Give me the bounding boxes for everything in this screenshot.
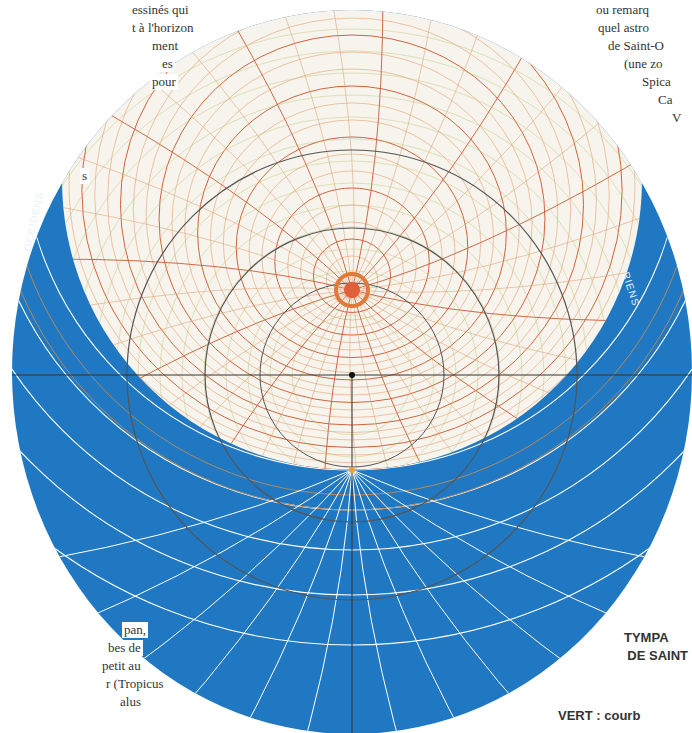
hour-line <box>352 470 610 733</box>
almucantar <box>172 52 532 395</box>
article-text: DE SAINT <box>625 648 690 664</box>
azimuth-line <box>0 290 352 529</box>
hour-curve <box>0 0 692 510</box>
zenith-ring <box>336 274 368 306</box>
azimuth-line <box>352 0 692 290</box>
article-text: alus <box>118 694 143 710</box>
azimuth-line <box>230 290 352 733</box>
azimuth-line <box>0 290 352 640</box>
hour-curve <box>0 0 692 550</box>
azimuth-line <box>352 0 474 290</box>
hour-line <box>260 470 352 733</box>
azimuth-line <box>350 290 474 733</box>
hour-line <box>352 470 676 733</box>
azimuth-line <box>113 290 352 733</box>
almucantar <box>120 0 583 425</box>
article-text: ou remarq <box>594 2 651 18</box>
almucantar <box>198 86 507 380</box>
azimuth-line <box>2 290 352 733</box>
azimuth-line <box>352 0 383 290</box>
azimuth-line <box>0 168 352 290</box>
almucantar <box>95 0 610 440</box>
article-text: Ca <box>656 92 674 108</box>
meridian-line <box>352 375 353 733</box>
azimuth-line <box>0 290 352 733</box>
zenith-mark <box>344 282 360 298</box>
azimuth-line <box>352 290 692 529</box>
hour-line <box>0 470 352 574</box>
article-text: pan, <box>122 622 148 638</box>
article-text: pour <box>150 74 178 90</box>
azimuth-line <box>352 290 692 412</box>
azimuth-line <box>352 168 692 292</box>
hour-line <box>173 470 352 733</box>
article-text: s <box>80 168 89 184</box>
hour-curve <box>0 0 692 595</box>
hour-line <box>95 470 353 733</box>
azimuth-line <box>352 0 692 290</box>
hour-line <box>352 470 692 661</box>
almucantar <box>236 137 468 358</box>
article-text: VERT : courb <box>556 708 642 724</box>
article-text: (une zo <box>622 56 665 72</box>
azimuth-line <box>230 0 354 290</box>
almucantar <box>249 154 455 350</box>
twilight-curve <box>0 0 692 510</box>
hour-line <box>352 470 444 733</box>
article-text: Spica <box>640 74 673 90</box>
article-text: quel astro <box>596 20 651 36</box>
article-text: TYMPA <box>622 630 671 646</box>
article-text: es <box>160 56 175 72</box>
article-text: ment <box>150 38 180 54</box>
article-text: essinés qui <box>130 2 191 18</box>
azimuth-line <box>352 0 692 290</box>
azimuth-line <box>352 290 692 321</box>
azimuth-line <box>352 290 692 733</box>
hour-line <box>352 470 531 733</box>
article-text: de Saint-O <box>606 38 666 54</box>
almucantar <box>133 1 570 418</box>
azimuth-line <box>352 51 692 290</box>
azimuth-line <box>352 290 692 733</box>
azimuth-line <box>0 288 352 412</box>
declination-circle <box>6 29 692 721</box>
azimuth-line <box>0 290 352 733</box>
article-text: t à l'horizon <box>130 20 196 36</box>
nadir-point <box>349 467 355 473</box>
almucantar <box>262 171 442 343</box>
almucantar <box>146 18 558 410</box>
article-text: petit au <box>100 658 143 674</box>
almucantar <box>108 0 597 433</box>
azimuth-line <box>352 290 591 733</box>
article-text: V <box>670 110 683 126</box>
almucantar <box>211 103 494 373</box>
pole-dot <box>349 372 355 378</box>
azimuth-line <box>352 0 692 290</box>
almucantar <box>159 35 545 403</box>
azimuth-line <box>113 0 352 290</box>
article-text: r (Tropicus <box>104 676 166 692</box>
azimuth-line <box>352 290 692 733</box>
azimuth-line <box>0 51 352 290</box>
hour-line <box>0 470 352 661</box>
hour-line <box>28 470 352 733</box>
azimuth-line <box>352 290 692 640</box>
article-text: bes de <box>106 640 143 656</box>
